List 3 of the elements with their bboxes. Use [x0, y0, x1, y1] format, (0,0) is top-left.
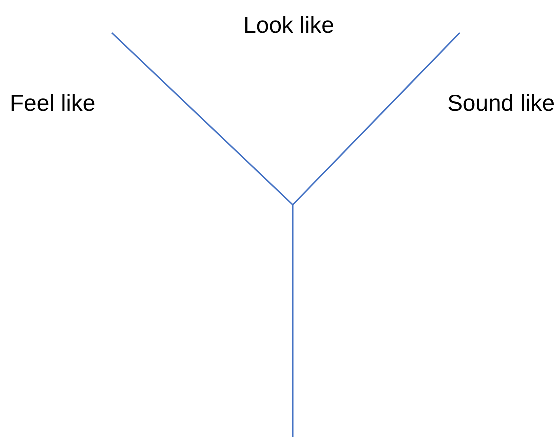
section-label: Look like: [244, 12, 334, 40]
section-label: Feel like: [10, 90, 96, 118]
section-label: Sound like: [448, 90, 555, 118]
